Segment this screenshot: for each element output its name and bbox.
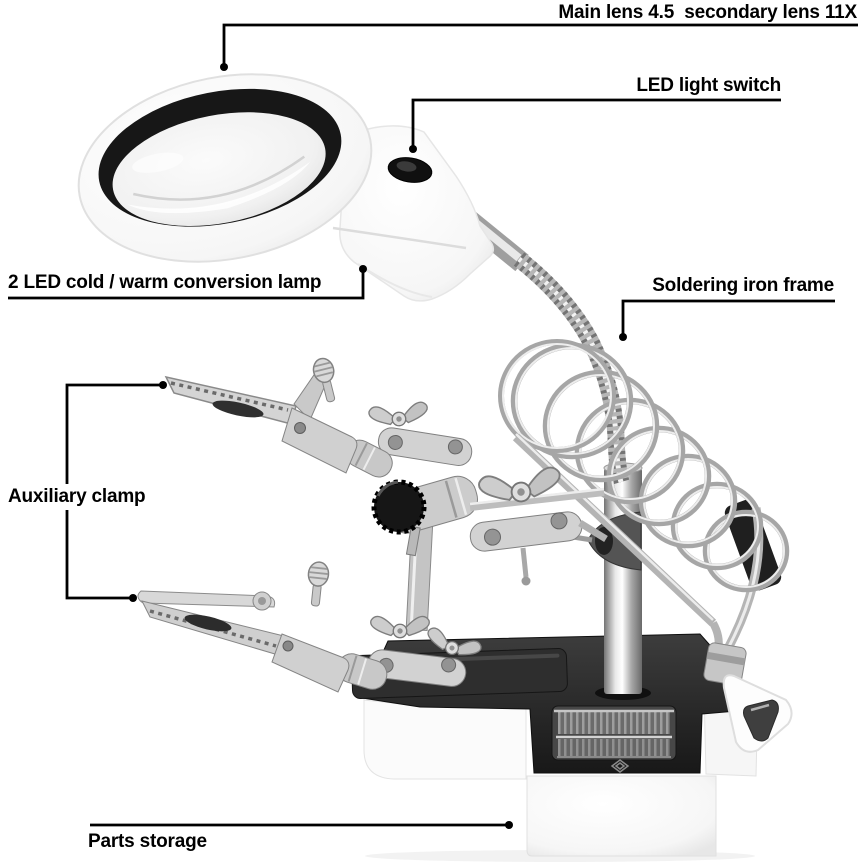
main-lens-glass [112, 112, 326, 227]
alligator-clip-jaw [164, 375, 297, 425]
iron-rest-cone [722, 674, 793, 753]
base-white-front [526, 775, 717, 857]
callout-soldering-frame [621, 299, 835, 334]
label-soldering-frame: Soldering iron frame [652, 275, 834, 296]
holder-joint [703, 642, 747, 686]
label-led-switch: LED light switch [636, 75, 781, 96]
label-conversion-lamp: 2 LED cold / warm conversion lamp [8, 272, 322, 293]
callout-dots [129, 63, 627, 829]
label-parts-storage: Parts storage [88, 831, 207, 852]
parts-storage-slots [551, 705, 677, 761]
base-logo [610, 759, 630, 773]
label-auxiliary-clamp: Auxiliary clamp [8, 484, 150, 510]
magnifier-head [77, 73, 373, 263]
coil-spring [498, 339, 790, 593]
base-white-left [363, 697, 527, 780]
adjustment-knob [371, 479, 427, 535]
soldering-iron-frame [498, 339, 793, 753]
callout-led-switch [411, 98, 781, 146]
auxiliary-clamp-lower [137, 560, 484, 693]
helping-hands [137, 355, 608, 693]
auxiliary-clamp-upper [164, 355, 473, 478]
callout-main-lens [222, 23, 858, 64]
callout-lines [8, 23, 858, 827]
lens-reflection [127, 161, 311, 214]
label-main-lens: Main lens 4.5 secondary lens 11X [558, 2, 857, 23]
callout-conversion-lamp [8, 272, 365, 300]
led-light-switch [387, 157, 433, 183]
center-hub [371, 465, 608, 586]
